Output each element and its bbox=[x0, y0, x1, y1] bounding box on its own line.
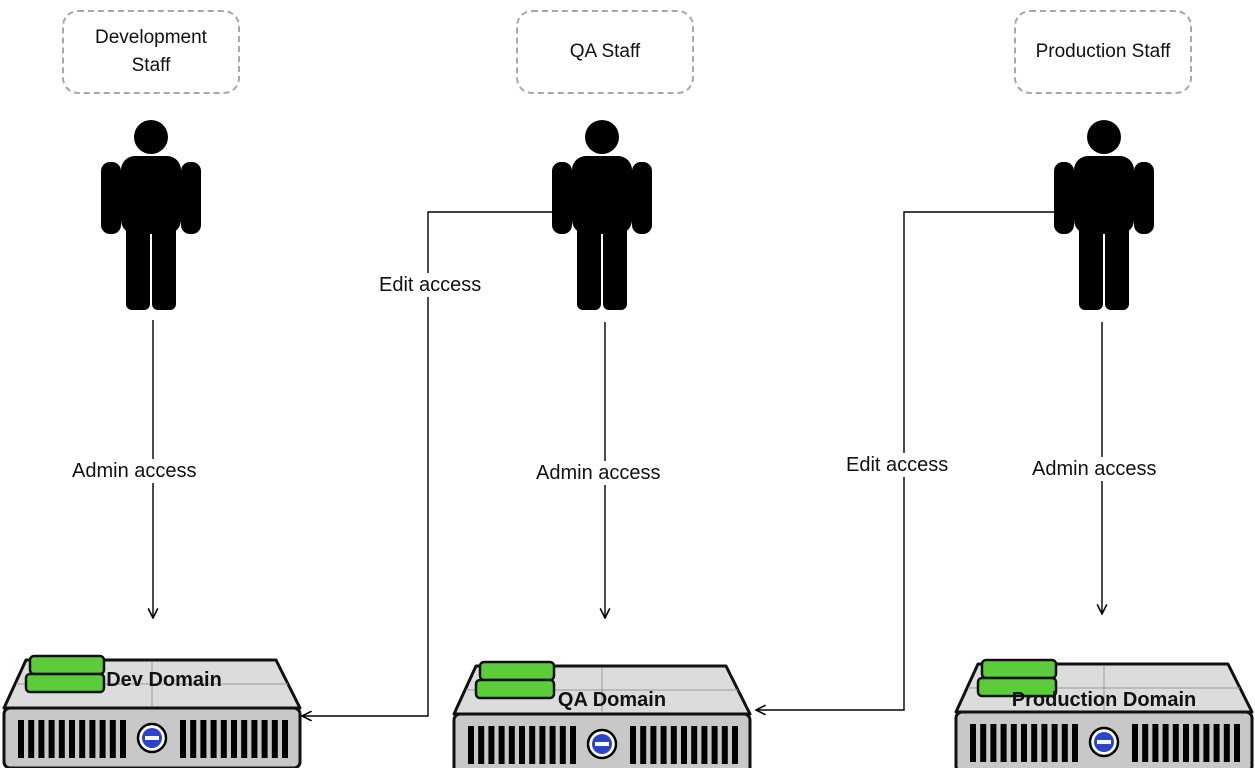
server-icon-prod bbox=[954, 658, 1254, 768]
person-icon-prod bbox=[1054, 120, 1154, 310]
role-box-qa-staff: QA Staff bbox=[516, 10, 694, 94]
edge-qa-to-dev-line bbox=[302, 211, 556, 716]
server-label-dev-domain: Dev Domain bbox=[106, 669, 222, 691]
person-icon-qa bbox=[552, 120, 652, 310]
server-icon-qa bbox=[452, 660, 752, 768]
role-label-qa-staff: QA Staff bbox=[569, 41, 641, 62]
edge-label-qa-to-dev-edit: Edit access bbox=[377, 273, 484, 297]
server-label-production-domain: Production Domain bbox=[1011, 689, 1197, 711]
edge-label-dev-admin: Admin access bbox=[70, 459, 199, 483]
edge-label-prod-admin: Admin access bbox=[1030, 457, 1159, 481]
server-label-qa-domain: QA Domain bbox=[557, 689, 667, 711]
edge-label-qa-admin: Admin access bbox=[534, 461, 663, 485]
role-label-development-staff: Development Staff bbox=[95, 27, 207, 76]
role-label-production-staff: Production Staff bbox=[1035, 41, 1171, 62]
role-box-production-staff: Production Staff bbox=[1014, 10, 1192, 94]
edge-label-prod-to-qa-edit: Edit access bbox=[844, 453, 951, 477]
server-icon-dev bbox=[2, 654, 302, 768]
person-icon-dev bbox=[101, 120, 201, 310]
role-box-development-staff: Development Staff bbox=[62, 10, 240, 94]
